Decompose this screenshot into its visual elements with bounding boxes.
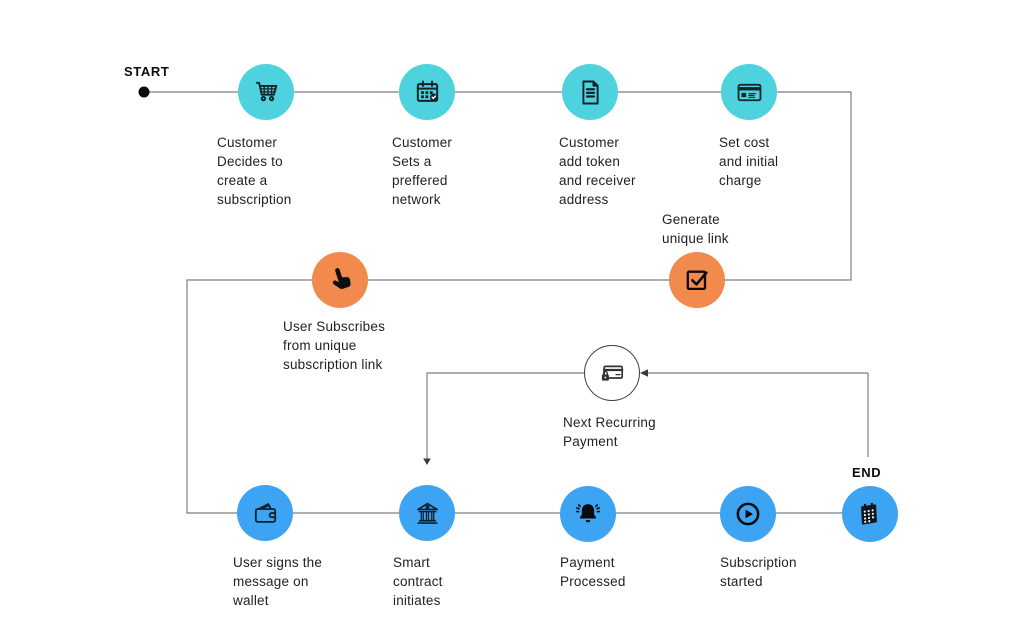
start-label: START bbox=[124, 64, 170, 79]
node-sets-network bbox=[399, 64, 455, 120]
node-set-cost bbox=[721, 64, 777, 120]
node-add-token bbox=[562, 64, 618, 120]
calendar-check-icon bbox=[412, 77, 443, 108]
credit-card-icon bbox=[734, 77, 765, 108]
bell-icon bbox=[572, 498, 604, 530]
label-next-recurring-payment: Next Recurring Payment bbox=[563, 415, 656, 449]
end-label: END bbox=[852, 465, 882, 480]
label-add-token: Customer add token and receiver address bbox=[559, 135, 636, 207]
label-customer-decides: Customer Decides to create a subscriptio… bbox=[217, 135, 292, 207]
label-set-cost: Set cost and initial charge bbox=[719, 135, 779, 188]
node-payment-processed bbox=[560, 486, 616, 542]
node-smart-contract bbox=[399, 485, 455, 541]
label-user-subscribes: User Subscribes from unique subscription… bbox=[283, 319, 386, 372]
label-smart-contract: Smart contract initiates bbox=[393, 555, 443, 608]
card-lock-icon bbox=[597, 358, 628, 389]
tap-hand-icon bbox=[324, 264, 356, 296]
shopping-cart-icon bbox=[251, 77, 282, 108]
play-icon bbox=[732, 498, 764, 530]
node-user-subscribes bbox=[312, 252, 368, 308]
node-user-signs bbox=[237, 485, 293, 541]
bank-icon bbox=[412, 498, 443, 529]
node-generate-link bbox=[669, 252, 725, 308]
label-subscription-started: Subscription started bbox=[720, 555, 797, 589]
arrowhead-left bbox=[640, 369, 648, 377]
label-user-signs: User signs the message on wallet bbox=[233, 555, 323, 608]
label-generate-link: Generate unique link bbox=[662, 212, 729, 246]
wallet-icon bbox=[250, 498, 281, 529]
node-subscription-started bbox=[720, 486, 776, 542]
label-sets-network: Customer Sets a preffered network bbox=[392, 135, 453, 207]
arrowhead-down bbox=[423, 458, 431, 465]
node-end bbox=[842, 486, 898, 542]
node-customer-decides bbox=[238, 64, 294, 120]
document-icon bbox=[575, 77, 606, 108]
start-dot bbox=[138, 86, 150, 98]
node-next-recurring-payment bbox=[584, 345, 640, 401]
checkbox-icon bbox=[682, 265, 713, 296]
calendar-3d-icon bbox=[854, 498, 886, 530]
label-payment-processed: Payment Processed bbox=[560, 555, 626, 589]
loop-left-segment bbox=[426, 372, 584, 460]
